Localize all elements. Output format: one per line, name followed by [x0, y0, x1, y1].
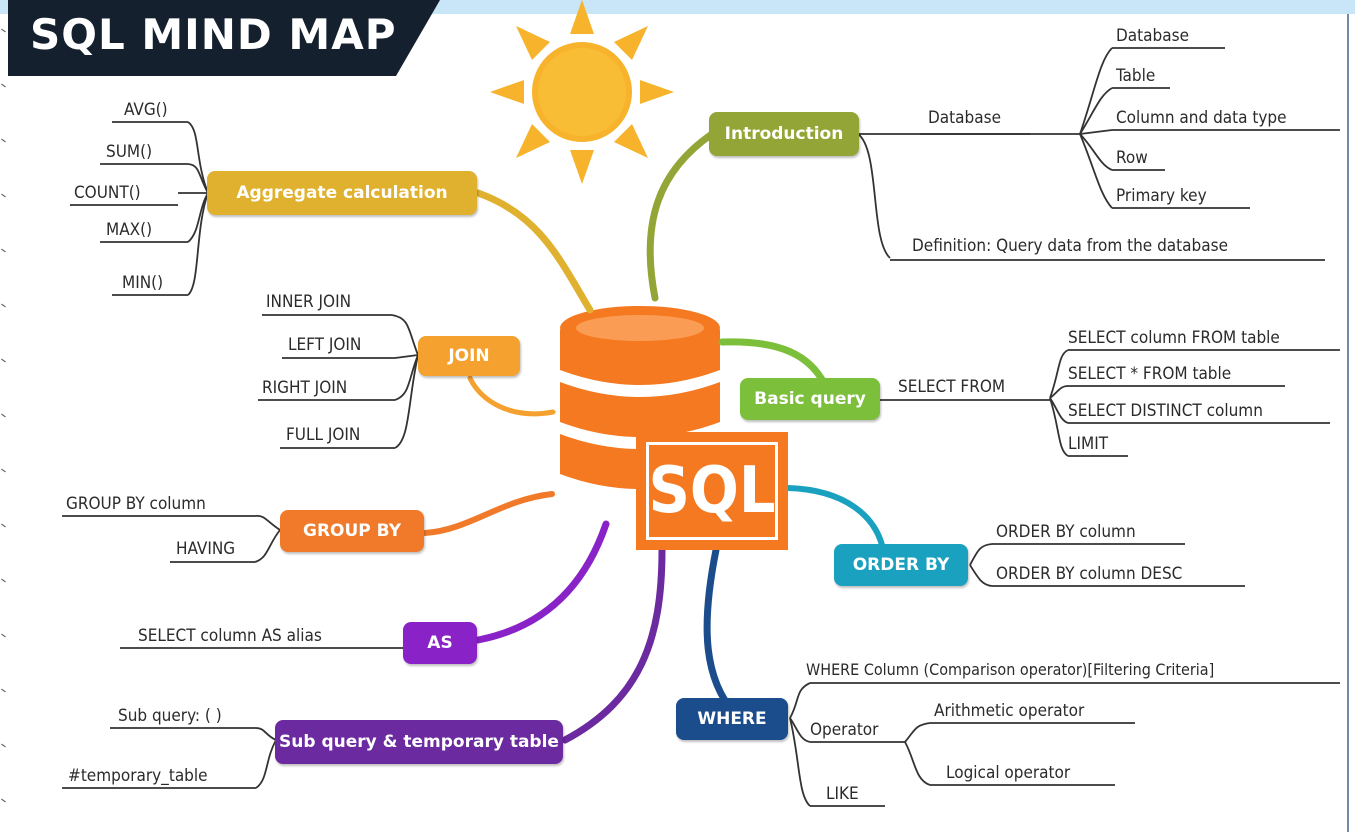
basic-item-limit: LIMIT — [1068, 434, 1109, 454]
node-basic-query[interactable]: Basic query — [740, 378, 880, 420]
node-join[interactable]: JOIN — [418, 336, 520, 376]
subquery-item-subquery: Sub query: ( ) — [118, 706, 222, 726]
intro-item-table: Table — [1116, 66, 1156, 86]
intro-item-primary-key: Primary key — [1116, 186, 1207, 206]
title-banner — [8, 0, 440, 76]
basic-select-from: SELECT FROM — [898, 377, 1006, 397]
agg-item-max: MAX() — [106, 220, 153, 240]
orderby-item-column: ORDER BY column — [996, 522, 1136, 542]
basic-item-select-column: SELECT column FROM table — [1068, 328, 1280, 348]
sql-center-box: SQL — [636, 432, 788, 550]
basic-item-select-distinct: SELECT DISTINCT column — [1068, 401, 1263, 421]
basic-item-select-star: SELECT * FROM table — [1068, 364, 1232, 384]
join-item-full: FULL JOIN — [286, 425, 361, 445]
agg-item-count: COUNT() — [74, 183, 141, 203]
as-item-alias: SELECT column AS alias — [138, 626, 322, 646]
node-order-by[interactable]: ORDER BY — [834, 544, 968, 586]
agg-item-min: MIN() — [122, 273, 164, 293]
agg-item-sum: SUM() — [106, 142, 153, 162]
node-group-by[interactable]: GROUP BY — [280, 510, 424, 552]
subquery-item-temp-table: #temporary_table — [68, 766, 208, 786]
where-operator: Operator — [810, 720, 879, 740]
where-like: LIKE — [826, 784, 859, 804]
sql-center-label: SQL — [646, 442, 778, 540]
agg-item-avg: AVG() — [124, 100, 168, 120]
branch-lines — [62, 47, 1340, 807]
join-item-inner: INNER JOIN — [266, 292, 352, 312]
node-as[interactable]: AS — [403, 622, 477, 664]
join-item-right: RIGHT JOIN — [262, 378, 348, 398]
where-operator-arithmetic: Arithmetic operator — [934, 701, 1085, 721]
orderby-item-desc: ORDER BY column DESC — [996, 564, 1183, 584]
intro-database-label: Database — [928, 108, 1001, 128]
node-subquery[interactable]: Sub query & temporary table — [275, 720, 563, 764]
where-clause: WHERE Column (Comparison operator)[Filte… — [806, 660, 1215, 679]
join-item-left: LEFT JOIN — [288, 335, 362, 355]
node-aggregate-calculation[interactable]: Aggregate calculation — [207, 171, 477, 215]
sun-icon — [490, 0, 674, 184]
intro-item-database: Database — [1116, 26, 1189, 46]
where-operator-logical: Logical operator — [946, 763, 1071, 783]
intro-item-row: Row — [1116, 148, 1148, 168]
groupby-item-column: GROUP BY column — [66, 494, 206, 514]
page-title: SQL MIND MAP — [30, 10, 397, 59]
node-introduction[interactable]: Introduction — [709, 112, 859, 156]
intro-item-column: Column and data type — [1116, 108, 1287, 128]
intro-definition: Definition: Query data from the database — [912, 236, 1228, 256]
node-where[interactable]: WHERE — [676, 698, 788, 740]
groupby-item-having: HAVING — [176, 539, 236, 559]
